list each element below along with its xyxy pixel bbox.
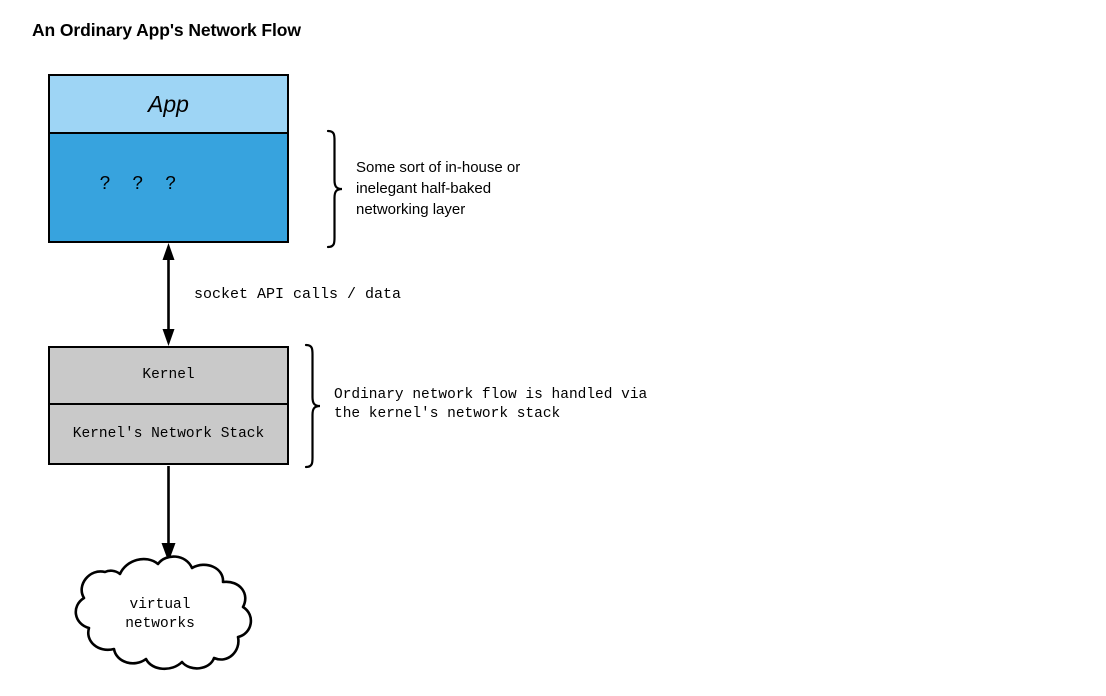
socket-api-edge-label: socket API calls / data (194, 286, 402, 303)
app-layer-label: App (148, 90, 189, 117)
page-title: An Ordinary App's Network Flow (32, 20, 301, 40)
app-box-unknown-layer: ? ? ? (50, 134, 287, 241)
app-box-app-layer: App (50, 76, 287, 134)
cloud-label: virtual networks (125, 597, 195, 632)
kernel-box-network-stack-layer: Kernel's Network Stack (50, 405, 287, 463)
kernel-network-stack-label: Kernel's Network Stack (72, 425, 265, 442)
kernel-box-kernel-layer: Kernel (50, 348, 287, 405)
kernel-stack-box: Kernel Kernel's Network Stack (48, 346, 289, 465)
app-brace-annotation: Some sort of in-house or inelegant half-… (356, 159, 521, 218)
app-stack-box: App ? ? ? (48, 74, 289, 243)
virtual-networks-cloud: virtual networks (60, 552, 260, 674)
unknown-layer-label: ? ? ? (99, 173, 182, 195)
arrow-down-icon (161, 466, 176, 562)
kernel-brace-icon (304, 343, 321, 469)
kernel-layer-label: Kernel (142, 367, 195, 384)
app-brace-icon (326, 129, 343, 249)
kernel-brace-annotation: Ordinary network flow is handled via the… (334, 387, 648, 422)
double-arrow-vertical-icon (162, 243, 175, 346)
cloud-icon (74, 555, 253, 671)
